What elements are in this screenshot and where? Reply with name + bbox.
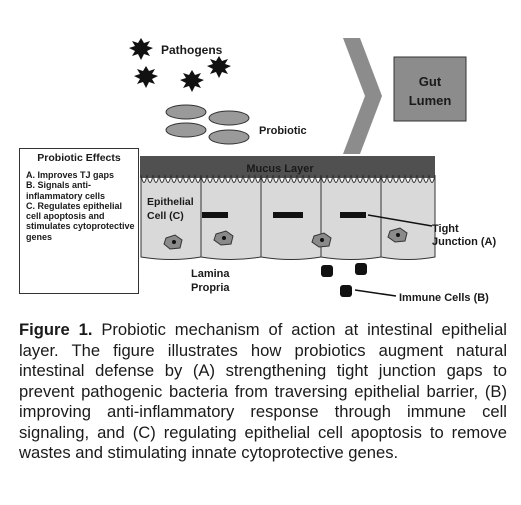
epithelial-cell	[380, 174, 436, 260]
mucus-layer-label: Mucus Layer	[246, 163, 314, 175]
probiotic-icon	[165, 122, 207, 138]
nucleus-group	[163, 227, 408, 250]
epithelial-label-bg	[144, 192, 196, 224]
mucus-layer	[140, 156, 435, 178]
nucleolus	[320, 238, 324, 242]
tight-junction-label: Junction (A)	[432, 236, 496, 248]
gut-lumen-label: Lumen	[409, 93, 452, 108]
nucleolus	[172, 240, 176, 244]
gut-lumen-box	[393, 56, 467, 122]
effects-item: C. Regulates epithelial cell apoptosis a…	[26, 200, 135, 242]
figure-label: Figure 1.	[19, 320, 93, 339]
probiotic-label: Probiotic	[259, 125, 307, 137]
tight-junction-group	[202, 212, 366, 218]
probiotic-effects-box: Probiotic Effects A. Improves TJ gaps B.…	[19, 148, 139, 294]
immune-cell-icon	[340, 285, 352, 297]
nucleolus	[222, 236, 226, 240]
epithelial-label: Cell (C)	[147, 210, 184, 222]
immune-cells-label: Immune Cells (B)	[399, 292, 489, 304]
gut-lumen-label: Gut	[419, 74, 442, 89]
immune-cell-group	[321, 263, 367, 297]
effects-item: B. Signals anti-inflammatory cells	[26, 180, 106, 201]
probiotic-icon	[208, 110, 250, 126]
pathogen-icon	[129, 38, 153, 60]
tight-junction	[340, 212, 366, 218]
probiotic-group	[165, 104, 250, 145]
probiotic-effects-list: A. Improves TJ gaps B. Signals anti-infl…	[26, 170, 138, 242]
chevron-arrow-icon	[343, 38, 382, 154]
tight-junction	[202, 212, 228, 218]
figure-caption: Figure 1. Probiotic mechanism of action …	[19, 320, 507, 464]
pathogen-icon	[207, 56, 231, 78]
immune-cell-icon	[355, 263, 367, 275]
immune-cells-pointer	[354, 289, 397, 297]
probiotic-icon	[208, 129, 250, 145]
lamina-propria-label: Lamina	[191, 268, 230, 280]
tight-junction-label: Tight	[432, 223, 459, 235]
tight-junction-pointer	[367, 214, 433, 227]
probiotic-icon	[165, 104, 207, 120]
nucleolus	[396, 233, 400, 237]
lamina-propria-label: Propria	[191, 282, 230, 294]
immune-cell-icon	[321, 265, 333, 277]
effects-item: A. Improves TJ gaps	[26, 170, 115, 180]
pathogen-icon	[134, 66, 158, 88]
diagram: Pathogens Probiotic Gut Lumen Mucus Laye…	[129, 38, 496, 304]
caption-text: Probiotic mechanism of action at intesti…	[19, 320, 507, 462]
pathogen-icon	[180, 70, 204, 92]
pathogen-group	[129, 38, 231, 92]
epithelial-label: Epithelial	[147, 196, 194, 208]
probiotic-effects-title: Probiotic Effects	[37, 152, 121, 164]
tight-junction	[273, 212, 303, 218]
pathogens-label: Pathogens	[161, 43, 223, 57]
